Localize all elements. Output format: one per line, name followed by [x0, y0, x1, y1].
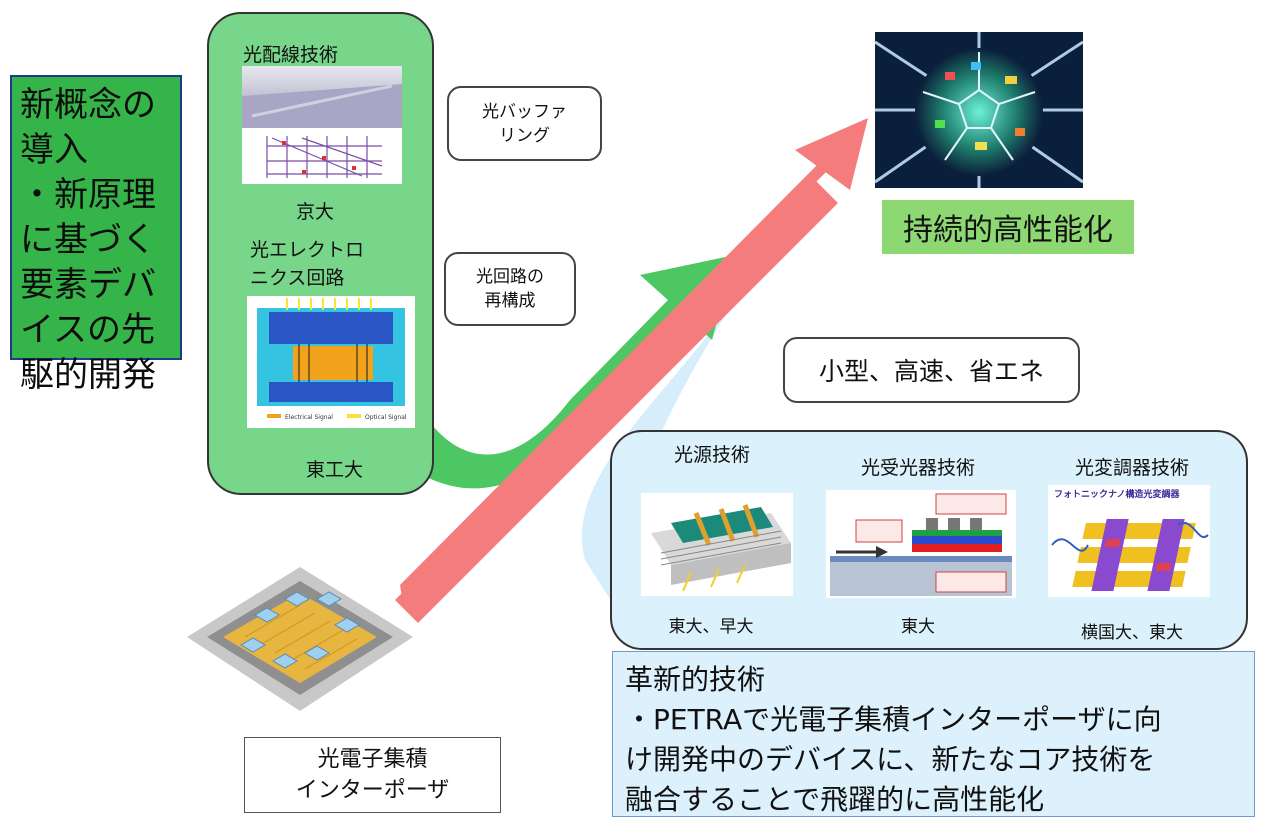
interposer-line: インターポーザ: [295, 778, 450, 803]
concept-line: 新概念の: [20, 85, 156, 125]
concept-line: ・新原理: [20, 175, 156, 215]
optoelectronic-institution: 東工大: [306, 459, 364, 481]
bubble-line: リング: [499, 125, 550, 146]
reconfig-bubble: 光回路の 再構成: [444, 252, 576, 326]
modulator-institution: 横国大、東大: [1081, 623, 1183, 643]
light-source-institution: 東大、早大: [668, 617, 754, 637]
pink-main-arrow-body: [395, 180, 838, 623]
modulator-image: フォトニックナノ構造光変調器: [1048, 485, 1210, 597]
chip-legend-electrical: Electrical Signal: [285, 414, 333, 421]
light-source-image: [641, 493, 793, 596]
chip-legend-optical: Optical Signal: [365, 414, 407, 421]
concept-line: に基づく: [20, 220, 156, 260]
bubble-line: 光回路の: [476, 267, 544, 287]
concept-line: イスの先: [20, 310, 155, 350]
bubble-line: 光バッファ: [482, 101, 567, 122]
optical-wiring-image: [242, 66, 402, 184]
pink-main-arrow-head: [795, 118, 868, 190]
concept-line: 要素デバ: [20, 265, 156, 305]
optoelectronic-circuit-title: 光エレクトロ ニクス回路: [250, 236, 364, 292]
optical-wiring-institution: 京大: [296, 201, 335, 223]
innovation-line: 融合することで飛躍的に高性能化: [625, 783, 1045, 816]
title-line: 光エレクトロ: [250, 239, 365, 261]
innovation-line: 革新的技術: [625, 663, 766, 696]
concept-line: 駆的開発: [20, 355, 156, 395]
light-source-title: 光源技術: [673, 444, 750, 466]
computing-sphere-image: [875, 32, 1083, 188]
innovation-line: け開発中のデバイスに、新たなコア技術を: [625, 743, 1156, 776]
size-speed-energy-bubble: 小型、高速、省エネ: [783, 337, 1080, 403]
photodetector-image: [826, 490, 1016, 598]
photodetector-title: 光受光器技術: [860, 457, 975, 479]
optical-wiring-title: 光配線技術: [243, 44, 339, 66]
sustained-performance-label: 持続的高性能化: [882, 200, 1134, 254]
bubble-line: 再構成: [484, 291, 536, 311]
innovative-tech-box: 革新的技術 ・PETRAで光電子集積インターポーザに向 け開発中のデバイスに、新…: [612, 651, 1255, 817]
concept-line: 導入: [20, 130, 88, 170]
title-line: ニクス回路: [250, 267, 345, 289]
interposer-chip-image: [187, 567, 413, 711]
photodetector-institution: 東大: [901, 617, 935, 637]
optoelectronic-chip-image: Electrical Signal Optical Signal: [247, 296, 415, 428]
modulator-title: 光変調器技術: [1074, 457, 1189, 479]
interposer-line: 光電子集積: [317, 747, 428, 772]
modulator-image-caption: フォトニックナノ構造光変調器: [1054, 488, 1181, 500]
new-concept-box: 新概念の 導入 ・新原理 に基づく 要素デバ イスの先 駆的開発: [10, 75, 182, 395]
innovation-line: ・PETRAで光電子集積インターポーザに向: [625, 703, 1162, 736]
interposer-label: 光電子集積 インターポーザ: [244, 737, 501, 813]
buffering-bubble: 光バッファ リング: [447, 86, 602, 161]
